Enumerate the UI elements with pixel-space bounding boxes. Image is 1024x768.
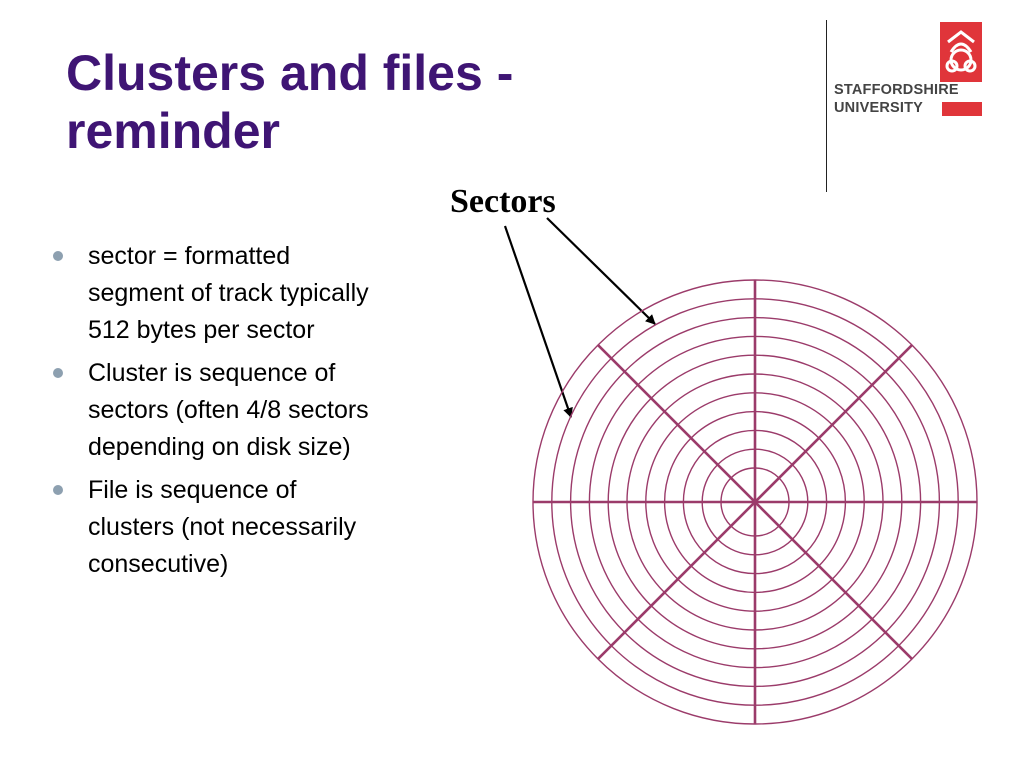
bullet-item: File is sequence of clusters (not necess… [48,472,448,583]
bullet-item: sector = formatted segment of track typi… [48,238,448,349]
disk-platter [532,279,978,725]
bullet-text-line: Cluster is sequence of [88,359,336,387]
bullet-dot-icon [53,368,63,378]
bullet-text-line: depending on disk size) [88,433,351,461]
sector-boundary-line [597,344,913,660]
bullet-dot-icon [53,485,63,495]
header-divider [826,20,827,192]
sectors-label: Sectors [450,183,556,220]
title-line-1: Clusters and files - [66,45,514,101]
arrow-to-inner-sector [503,225,573,418]
logo-accent-bar [942,102,982,116]
bullet-text-line: segment of track typically [88,279,369,307]
bullet-text-line: clusters (not necessarily [88,513,357,541]
bullet-item: Cluster is sequence of sectors (often 4/… [48,355,448,466]
bullet-list: sector = formatted segment of track typi… [48,238,448,589]
title-line-2: reminder [66,103,280,159]
bullet-dot-icon [53,251,63,261]
logo-text-line-1: STAFFORDSHIRE [834,82,959,98]
bullet-text-line: sector = formatted [88,242,291,270]
logo-text-line-2: UNIVERSITY [834,100,924,116]
bullet-text-line: sectors (often 4/8 sectors [88,396,369,424]
knot-emblem-icon [940,22,982,82]
bullet-text-line: File is sequence of [88,476,297,504]
arrow-to-outer-sector [546,217,656,325]
bullet-text-line: 512 bytes per sector [88,316,315,344]
bullet-text-line: consecutive) [88,550,229,578]
university-logo: STAFFORDSHIRE UNIVERSITY [834,20,984,120]
slide-title: Clusters and files - reminder [66,44,626,160]
